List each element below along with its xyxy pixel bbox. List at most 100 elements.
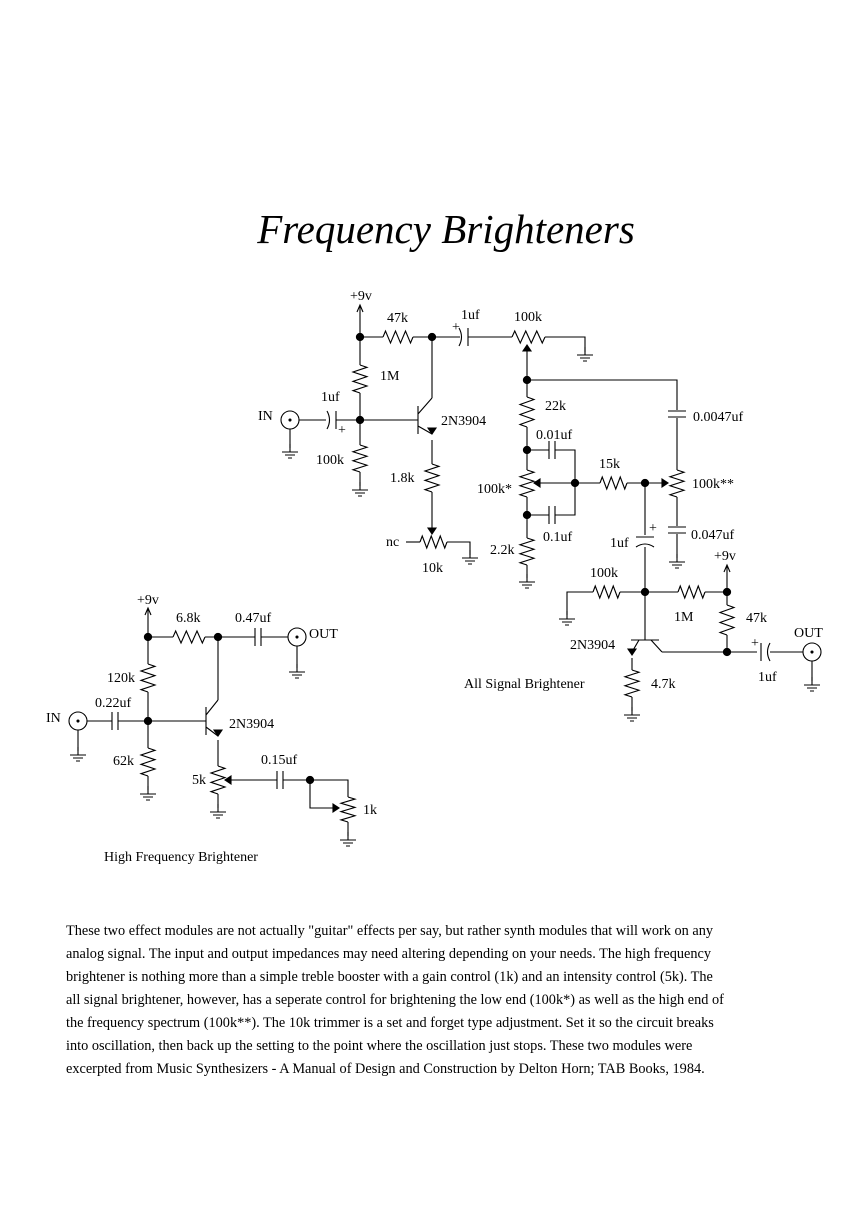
ground-icon [519, 574, 535, 589]
label-1m: 1M [380, 369, 400, 384]
label-input: IN [258, 409, 273, 424]
resistor [139, 747, 157, 777]
paragraph-line: into oscillation, then back up the setti… [66, 1038, 693, 1054]
paragraph-line: all signal brightener, however, has a se… [66, 992, 724, 1008]
label-cap-in: 1uf [321, 390, 340, 405]
paragraph-line: excerpted from Music Synthesizers - A Ma… [66, 1061, 705, 1077]
ground-icon [577, 347, 593, 362]
label-47k: 47k [387, 311, 408, 326]
resistor [209, 765, 227, 795]
wiper-arrow-icon [533, 477, 541, 489]
caption-all-signal: All Signal Brightener [464, 677, 585, 692]
page-title: Frequency Brighteners [257, 206, 635, 252]
label-0-15uf: 0.15uf [261, 753, 298, 768]
supply-arrow-icon [356, 303, 364, 335]
wiper-arrow-icon [212, 729, 224, 737]
wire [545, 336, 586, 352]
label-100k: 100k [590, 566, 618, 581]
ground-icon [289, 664, 305, 679]
label-0-22uf: 0.22uf [95, 696, 132, 711]
label-nc: nc [386, 535, 399, 550]
capacitor [548, 506, 556, 524]
resistor [511, 329, 546, 345]
label-0-47uf: 0.47uf [235, 611, 272, 626]
label-2-2k: 2.2k [490, 543, 515, 558]
label-supply: +9v [714, 549, 736, 564]
label-100k: 100k [316, 453, 344, 468]
label-5k: 5k [192, 773, 206, 788]
wiper-arrow-icon [224, 774, 232, 786]
resistor [172, 629, 206, 645]
wiper-arrow-icon [661, 477, 669, 489]
electrolytic-capacitor [458, 327, 469, 347]
resistor [518, 469, 536, 498]
label-output: OUT [794, 626, 823, 641]
wiper-arrow-icon [521, 344, 533, 352]
wire [309, 780, 333, 809]
label-0-0047uf: 0.0047uf [693, 410, 744, 425]
label-0-047uf: 0.047uf [691, 528, 735, 543]
label-output: OUT [309, 627, 338, 642]
label-pot-100k: 100k [514, 310, 542, 325]
label-10k: 10k [422, 561, 443, 576]
plus-sign: + [751, 636, 759, 651]
wiper-arrow-icon [332, 802, 340, 814]
wiper-arrow-icon [426, 427, 438, 435]
resistor [592, 584, 621, 600]
ground-icon [352, 482, 368, 497]
label-1uf: 1uf [610, 536, 629, 551]
label-transistor: 2N3904 [229, 717, 274, 732]
electrolytic-capacitor [635, 536, 655, 548]
ground-icon [669, 554, 685, 569]
junction-dot [522, 510, 532, 520]
label-47k: 47k [746, 611, 767, 626]
capacitor [254, 628, 262, 646]
description-paragraph: These two effect modules are not actuall… [66, 920, 796, 1081]
label-supply: +9v [137, 593, 159, 608]
label-22k: 22k [545, 399, 566, 414]
ground-icon [624, 707, 640, 722]
resistor [599, 475, 628, 491]
label-supply: +9v [350, 289, 372, 304]
resistor [718, 604, 736, 636]
wire [566, 591, 593, 615]
capacitor [111, 712, 119, 730]
junction-dot [570, 478, 580, 488]
ground-icon [559, 611, 575, 626]
electrolytic-capacitor [760, 642, 771, 662]
jack-center [76, 719, 80, 723]
resistor [382, 329, 414, 345]
wiper-arrow-icon [626, 648, 638, 656]
label-120k: 120k [107, 671, 135, 686]
label-pot-high: 100k** [692, 477, 734, 492]
ground-icon [210, 804, 226, 819]
wire [527, 379, 678, 410]
resistor [351, 444, 369, 473]
electrolytic-capacitor [326, 410, 337, 430]
label-input: IN [46, 711, 61, 726]
resistor [518, 396, 536, 428]
resistor [668, 469, 686, 498]
label-1k: 1k [363, 803, 377, 818]
label-0-01uf: 0.01uf [536, 428, 573, 443]
label-4-7k: 4.7k [651, 677, 676, 692]
resistor [419, 534, 448, 550]
resistor [677, 584, 706, 600]
supply-arrow-icon [723, 563, 731, 595]
label-1-8k: 1.8k [390, 471, 415, 486]
capacitor [276, 771, 284, 789]
resistor [623, 669, 641, 698]
transistor-icon [205, 699, 219, 737]
resistor [351, 364, 369, 394]
label-62k: 62k [113, 754, 134, 769]
capacitor [548, 441, 556, 459]
plus-sign: + [338, 423, 346, 438]
label-cap-out: 1uf [461, 308, 480, 323]
label-transistor: 2N3904 [441, 414, 486, 429]
paragraph-line: These two effect modules are not actuall… [66, 923, 714, 939]
label-15k: 15k [599, 457, 620, 472]
wire [447, 541, 471, 555]
ground-icon [70, 747, 86, 762]
